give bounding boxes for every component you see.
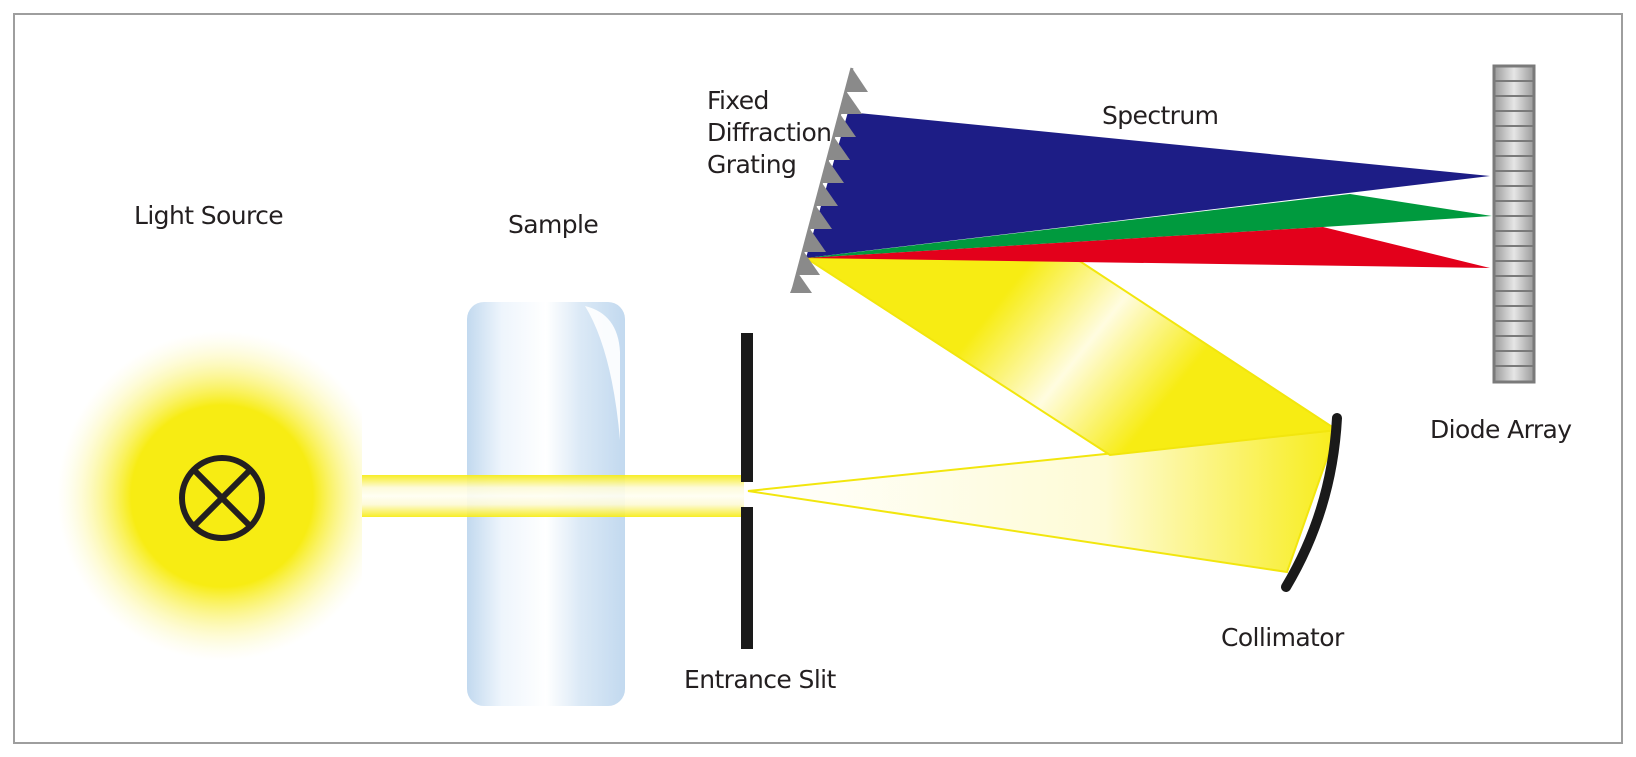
label-grating-line1: Fixed: [707, 86, 769, 115]
label-grating-line2: Diffraction: [707, 118, 831, 147]
light-source: [57, 331, 387, 661]
spectrum-blue: [806, 112, 1490, 258]
incident-beam: [362, 475, 744, 517]
label-grating-line3: Grating: [707, 150, 796, 179]
entrance-slit: [741, 333, 753, 649]
diode-array: [1492, 64, 1536, 384]
label-diode-array: Diode Array: [1430, 415, 1572, 444]
label-collimator: Collimator: [1221, 623, 1345, 652]
diffraction-grating: [790, 67, 868, 293]
lamp-icon: [179, 455, 265, 541]
spectrum-green: [806, 194, 1492, 258]
spectrum-red: [806, 227, 1490, 268]
collimator-mirror: [1281, 413, 1342, 592]
label-sample: Sample: [508, 210, 598, 239]
label-entrance-slit: Entrance Slit: [684, 665, 837, 694]
diverging-beam: [747, 428, 1339, 574]
spectrum: [806, 112, 1492, 268]
label-spectrum: Spectrum: [1102, 101, 1218, 130]
label-light-source: Light Source: [134, 201, 283, 230]
